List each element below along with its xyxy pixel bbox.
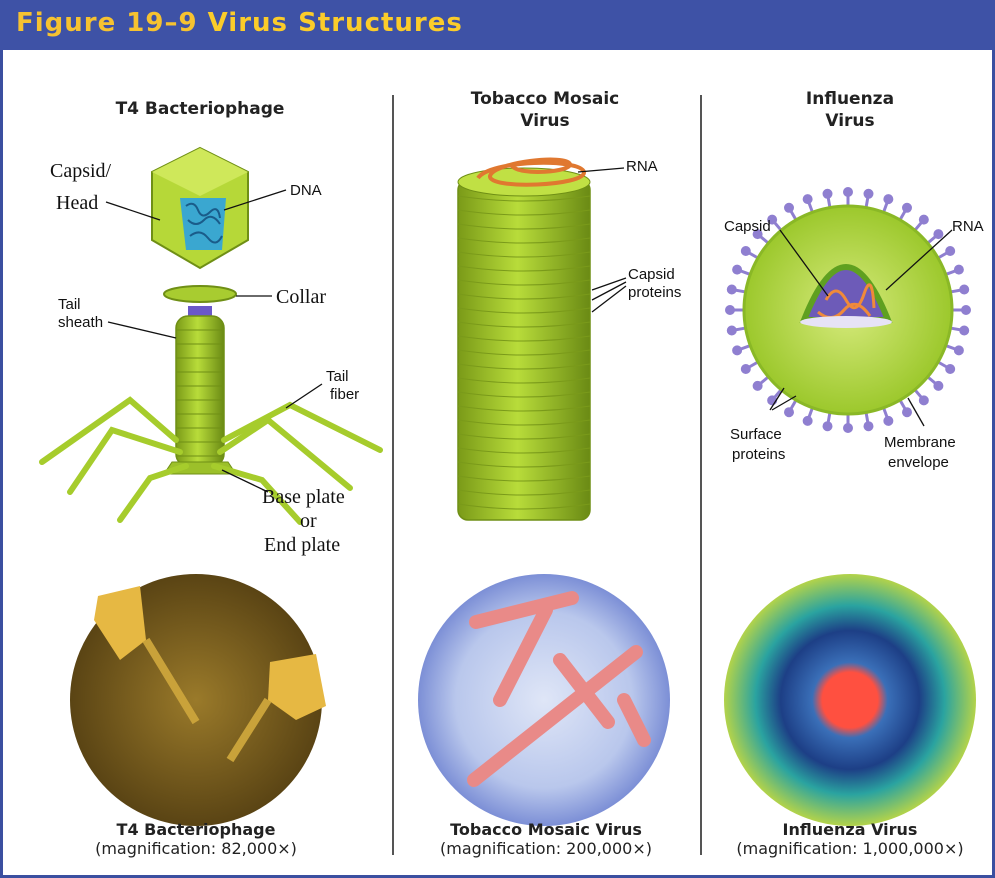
influenza-spike-head xyxy=(920,397,927,404)
t4-label-head: Head xyxy=(56,192,98,214)
t4-label-end-plate: End plate xyxy=(264,534,340,556)
t4-neck xyxy=(188,306,212,316)
influenza-spike-head xyxy=(786,204,793,211)
influenza-spike-head xyxy=(947,248,954,255)
influenza-spike-head xyxy=(728,327,735,334)
influenza-label-envelope: envelope xyxy=(888,454,949,471)
tmv-label-proteins: proteins xyxy=(628,284,681,301)
tmv-caption-name: Tobacco Mosaic Virus xyxy=(396,820,696,839)
tmv-micrograph xyxy=(418,574,670,826)
t4-label-or: or xyxy=(300,510,317,532)
tmv-caption: Tobacco Mosaic Virus (magnification: 200… xyxy=(396,820,696,858)
influenza-caption-name: Influenza Virus xyxy=(700,820,995,839)
influenza-spike-head xyxy=(734,266,741,273)
influenza-caption: Influenza Virus (magnification: 1,000,00… xyxy=(700,820,995,858)
tmv-capsid-leader xyxy=(592,278,626,312)
t4-label-capsid: Capsid/ xyxy=(50,160,111,182)
influenza-spike-head xyxy=(727,307,734,314)
t4-caption-mag: (magnification: 82,000×) xyxy=(95,839,297,858)
t4-micrograph xyxy=(70,574,326,826)
influenza-spike-head xyxy=(845,425,852,432)
t4-tail-sheath xyxy=(176,316,224,466)
influenza-micrograph xyxy=(724,574,976,826)
influenza-spike-head xyxy=(824,190,831,197)
influenza-spike-head xyxy=(804,196,811,203)
influenza-spike-head xyxy=(754,382,761,389)
influenza-spike-head xyxy=(947,366,954,373)
influenza-label-proteins: proteins xyxy=(732,446,785,463)
tmv-label-rna: RNA xyxy=(626,158,658,175)
tmv-label-capsid: Capsid xyxy=(628,266,675,283)
t4-label-sheath: sheath xyxy=(58,314,103,331)
t4-label-tail: Tail xyxy=(58,296,81,313)
influenza-cutaway-floor xyxy=(800,316,892,328)
influenza-spike-head xyxy=(865,423,872,430)
influenza-label-membrane: Membrane xyxy=(884,434,956,451)
influenza-spike-head xyxy=(804,417,811,424)
influenza-spike-head xyxy=(935,231,942,238)
influenza-spike-head xyxy=(955,347,962,354)
influenza-label-capsid: Capsid xyxy=(724,218,771,235)
t4-label-collar: Collar xyxy=(276,286,326,308)
influenza-spike-head xyxy=(734,347,741,354)
influenza-micrograph-disk xyxy=(724,574,976,826)
influenza-spike-head xyxy=(824,423,831,430)
influenza-spike-head xyxy=(742,248,749,255)
influenza-label-rna: RNA xyxy=(952,218,984,235)
influenza-spike-head xyxy=(935,382,942,389)
tmv-rod xyxy=(458,180,590,520)
t4-sheath-leader xyxy=(108,322,176,338)
t4-label-base-plate: Base plate xyxy=(262,486,345,508)
influenza-spike-head xyxy=(955,266,962,273)
t4-label-fiber: fiber xyxy=(330,386,359,403)
influenza-spike-head xyxy=(961,327,968,334)
influenza-spike-head xyxy=(742,366,749,373)
influenza-spike-head xyxy=(845,189,852,196)
tmv-caption-mag: (magnification: 200,000×) xyxy=(440,839,652,858)
influenza-spike-head xyxy=(885,196,892,203)
influenza-caption-mag: (magnification: 1,000,000×) xyxy=(736,839,963,858)
influenza-spike-head xyxy=(904,204,911,211)
influenza-spike-head xyxy=(920,216,927,223)
t4-collar xyxy=(164,286,236,302)
influenza-spike-head xyxy=(865,190,872,197)
influenza-spike-head xyxy=(961,286,968,293)
influenza-spike-head xyxy=(904,409,911,416)
influenza-spike-head xyxy=(963,307,970,314)
influenza-spike-head xyxy=(885,417,892,424)
t4-caption-name: T4 Bacteriophage xyxy=(46,820,346,839)
t4-caption: T4 Bacteriophage (magnification: 82,000×… xyxy=(46,820,346,858)
influenza-spike-head xyxy=(786,409,793,416)
influenza-label-surface: Surface xyxy=(730,426,782,443)
tmv-drawing xyxy=(458,160,626,520)
t4-fiber-leader xyxy=(286,384,322,408)
t4-label-tail-2: Tail xyxy=(326,368,349,385)
influenza-spike-head xyxy=(728,286,735,293)
t4-label-dna: DNA xyxy=(290,182,322,199)
